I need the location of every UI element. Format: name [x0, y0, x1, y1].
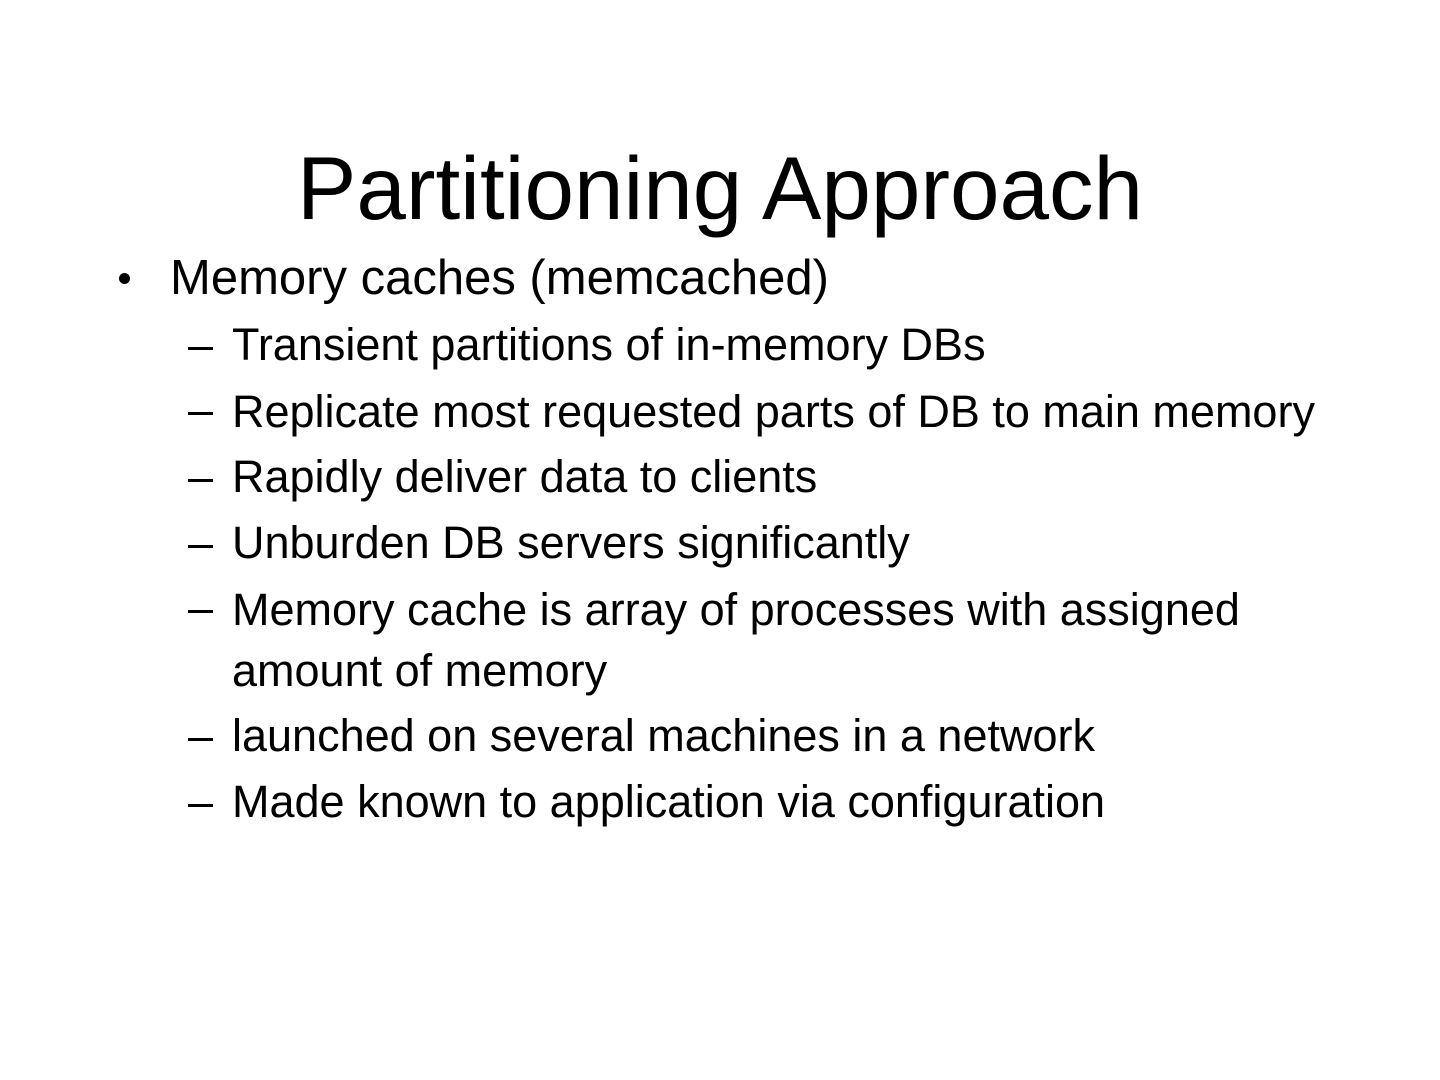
- list-item-label: Memory caches (memcached): [170, 251, 829, 305]
- list-item-label: Rapidly deliver data to clients: [232, 451, 818, 502]
- list-item: – Memory cache is array of processes wit…: [110, 576, 1370, 703]
- list-item-label: Unburden DB servers significantly: [232, 517, 910, 568]
- list-item: – launched on several machines in a netw…: [110, 703, 1370, 769]
- list-item: – Rapidly deliver data to clients: [110, 444, 1370, 510]
- bullet-dash-icon: –: [188, 384, 214, 435]
- list-item: – Made known to application via configur…: [110, 769, 1370, 835]
- list-item: – Transient partitions of in-memory DBs: [110, 312, 1370, 378]
- list-item-label: Replicate most requested parts of DB to …: [232, 386, 1315, 437]
- outline-body: Memory caches (memcached) – Transient pa…: [110, 245, 1370, 835]
- list-item-label: launched on several machines in a networ…: [232, 710, 1095, 761]
- list-item: – Replicate most requested parts of DB t…: [110, 378, 1370, 444]
- list-item-label: Made known to application via configurat…: [232, 776, 1106, 827]
- bullet-dash-icon: –: [188, 776, 214, 827]
- list-item-label: Transient partitions of in-memory DBs: [232, 319, 986, 370]
- list-item: – Unburden DB servers significantly: [110, 510, 1370, 576]
- page-title: Partitioning Approach: [296, 137, 1144, 238]
- bullet-dash-icon: –: [188, 451, 214, 502]
- bullet-dash-icon: –: [188, 517, 214, 568]
- bullet-dot-icon: [119, 245, 159, 311]
- bullet-dash-icon: –: [188, 319, 214, 370]
- bullet-dash-icon: –: [188, 710, 214, 761]
- list-item-label: Memory cache is array of processes with …: [232, 584, 1240, 696]
- bullet-dash-icon: –: [188, 582, 214, 633]
- list-item: Memory caches (memcached): [110, 245, 1370, 311]
